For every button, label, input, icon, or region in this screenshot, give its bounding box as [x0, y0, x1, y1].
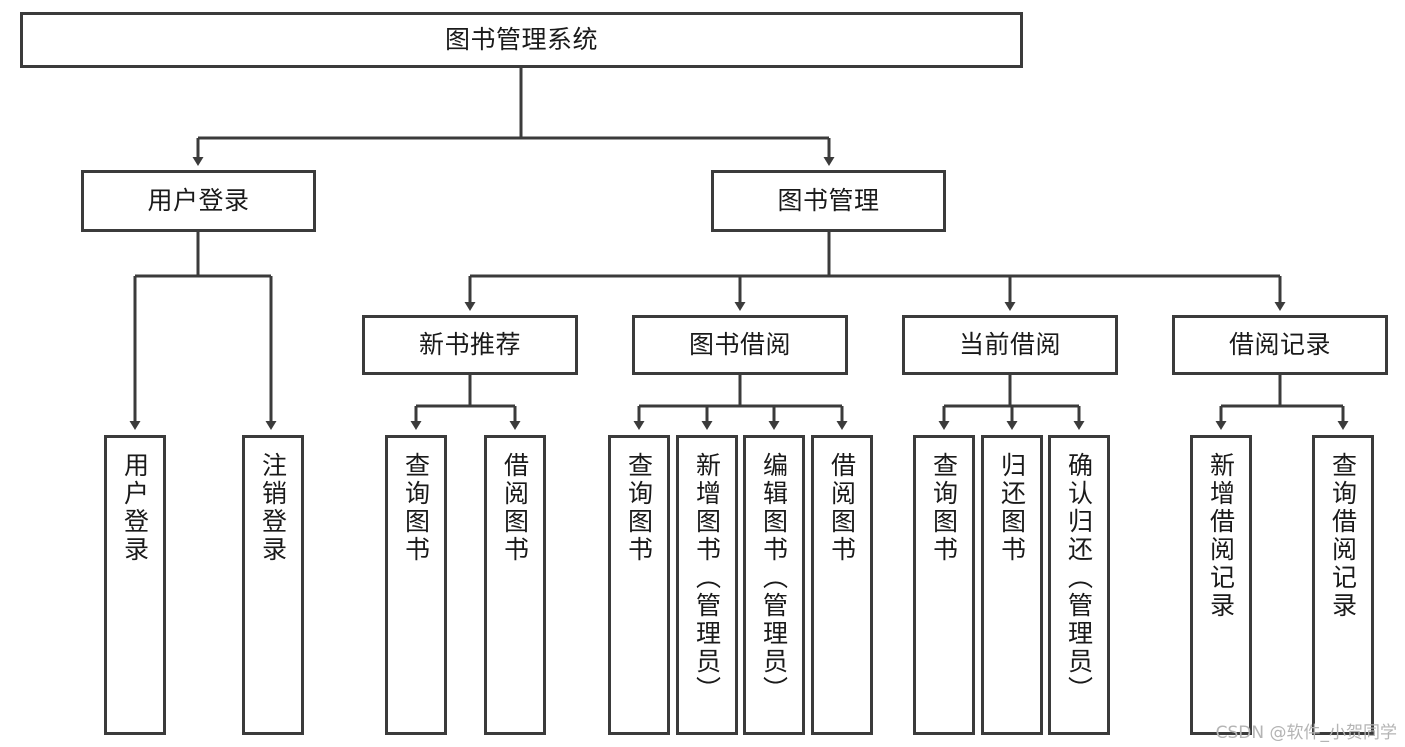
node-new-book-recommend[interactable]: 新书推荐: [362, 315, 578, 375]
node-leaf-add-book[interactable]: 新增图书（管理员）: [676, 435, 738, 735]
node-leaf-query-record[interactable]: 查询借阅记录: [1312, 435, 1374, 735]
node-book-management[interactable]: 图书管理: [711, 170, 946, 232]
node-user-login[interactable]: 用户登录: [81, 170, 316, 232]
node-root-label: 图书管理系统: [444, 25, 598, 54]
node-leaf-logout[interactable]: 注销登录: [242, 435, 304, 735]
node-new-book-recommend-label: 新书推荐: [418, 330, 521, 359]
node-borrow-record[interactable]: 借阅记录: [1172, 315, 1388, 375]
node-leaf-edit-book-label: 编辑图书（管理员）: [759, 452, 789, 704]
node-leaf-edit-book[interactable]: 编辑图书（管理员）: [743, 435, 805, 735]
node-leaf-add-book-label: 新增图书（管理员）: [692, 452, 722, 704]
node-leaf-add-record[interactable]: 新增借阅记录: [1190, 435, 1252, 735]
node-borrow-record-label: 借阅记录: [1228, 330, 1331, 359]
node-leaf-return-book[interactable]: 归还图书: [981, 435, 1043, 735]
node-leaf-user-login-label: 用户登录: [120, 452, 150, 564]
node-current-borrow[interactable]: 当前借阅: [902, 315, 1118, 375]
node-leaf-query-record-label: 查询借阅记录: [1328, 452, 1358, 620]
node-leaf-user-login[interactable]: 用户登录: [104, 435, 166, 735]
node-book-borrow-label: 图书借阅: [688, 330, 791, 359]
node-leaf-borrow-book-1[interactable]: 借阅图书: [484, 435, 546, 735]
node-leaf-query-book-2[interactable]: 查询图书: [608, 435, 670, 735]
node-leaf-query-book-1[interactable]: 查询图书: [385, 435, 447, 735]
node-leaf-query-book-3[interactable]: 查询图书: [913, 435, 975, 735]
node-user-login-label: 用户登录: [147, 186, 250, 215]
node-leaf-add-record-label: 新增借阅记录: [1206, 452, 1236, 620]
node-leaf-borrow-book-2-label: 借阅图书: [827, 452, 857, 564]
csdn-watermark: CSDN @软件_小贺同学: [1215, 723, 1397, 743]
node-book-management-label: 图书管理: [777, 186, 880, 215]
node-leaf-borrow-book-1-label: 借阅图书: [500, 452, 530, 564]
node-root[interactable]: 图书管理系统: [20, 12, 1023, 68]
node-leaf-query-book-2-label: 查询图书: [624, 452, 654, 564]
node-book-borrow[interactable]: 图书借阅: [632, 315, 848, 375]
node-leaf-return-book-label: 归还图书: [997, 452, 1027, 564]
node-leaf-borrow-book-2[interactable]: 借阅图书: [811, 435, 873, 735]
node-leaf-query-book-3-label: 查询图书: [929, 452, 959, 564]
node-leaf-confirm-return-label: 确认归还（管理员）: [1064, 452, 1094, 704]
node-current-borrow-label: 当前借阅: [958, 330, 1061, 359]
node-leaf-query-book-1-label: 查询图书: [401, 452, 431, 564]
node-leaf-logout-label: 注销登录: [258, 452, 288, 564]
node-leaf-confirm-return[interactable]: 确认归还（管理员）: [1048, 435, 1110, 735]
